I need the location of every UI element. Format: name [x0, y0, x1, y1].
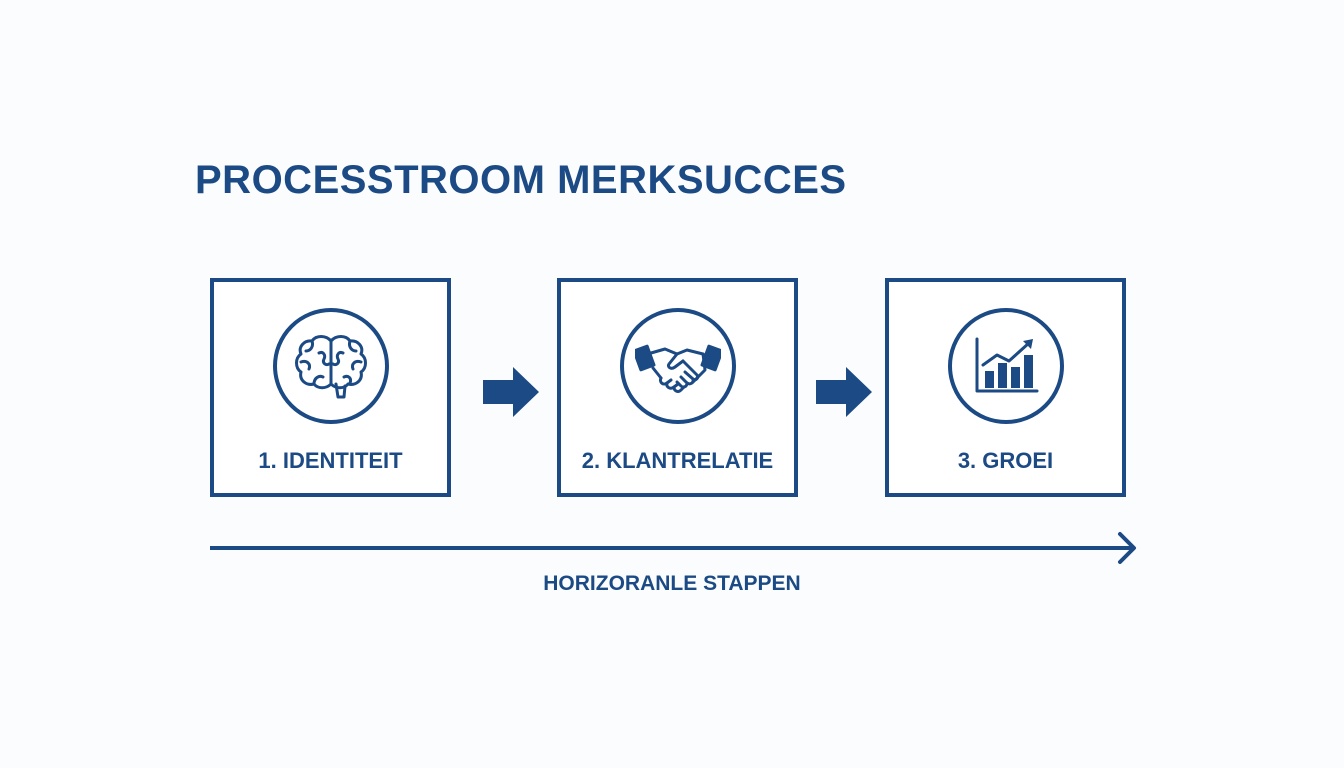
- step-box-identiteit: 1. IDENTITEIT: [210, 278, 451, 497]
- step-label: 3. GROEI: [957, 448, 1054, 473]
- step-label: 1. IDENTITEIT: [258, 448, 403, 473]
- right-arrow-icon: [483, 367, 539, 417]
- timeline-label: HORIZORANLE STAPPEN: [543, 572, 801, 595]
- step-icon-circle: [272, 308, 389, 424]
- timeline-arrow: [210, 532, 1136, 564]
- step-label: 2. KLANTRELATIE: [581, 448, 774, 473]
- growth-chart-icon: [975, 337, 1038, 393]
- step-box-groei: 3. GROEI: [885, 278, 1126, 497]
- step-icon-circle: [619, 308, 736, 424]
- diagram-title: PROCESSTROOM MERKSUCCES: [195, 158, 847, 202]
- brain-icon: [294, 335, 367, 399]
- step-icon-circle: [947, 308, 1064, 424]
- handshake-icon: [634, 344, 721, 393]
- step-box-klantrelatie: 2. KLANTRELATIE: [557, 278, 798, 497]
- right-arrow-icon: [816, 367, 872, 417]
